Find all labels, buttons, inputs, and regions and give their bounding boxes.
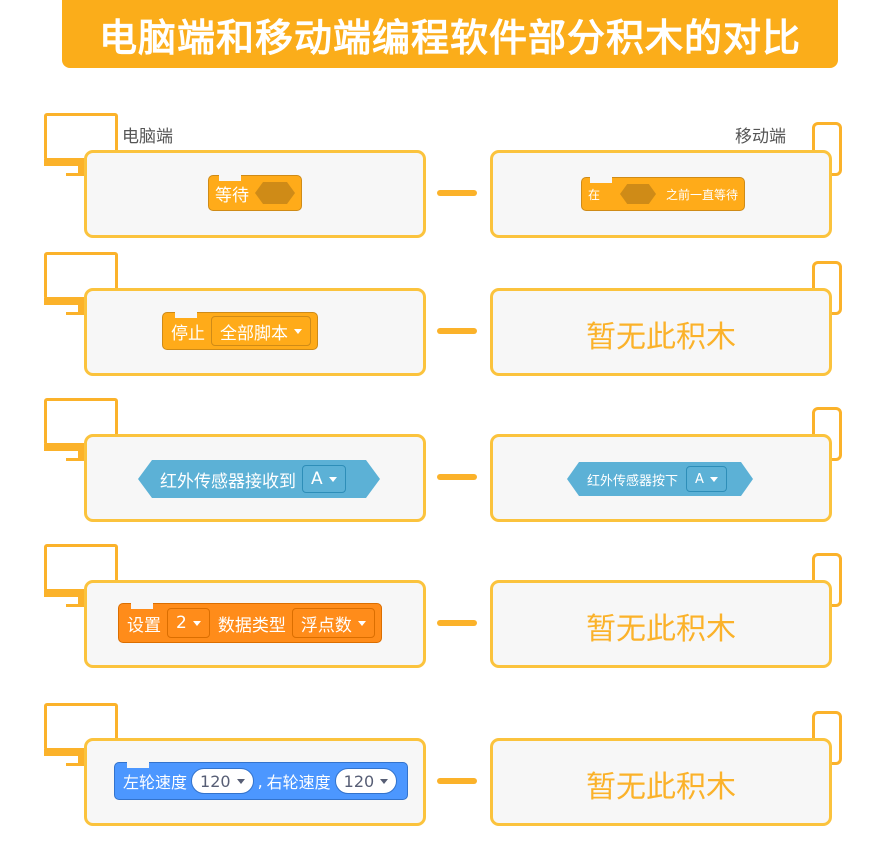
chevron-down-icon bbox=[710, 477, 718, 482]
pc-label: 电脑端 bbox=[122, 127, 173, 147]
block-text: 右轮速度 bbox=[266, 773, 331, 792]
chevron-down-icon bbox=[236, 778, 245, 784]
monitor-icon bbox=[44, 703, 118, 767]
chevron-down-icon bbox=[329, 477, 337, 482]
no-block-text: 暂无此积木 bbox=[586, 320, 736, 355]
ir-key-dropdown[interactable]: A bbox=[302, 465, 346, 493]
block-text: 设置 bbox=[127, 615, 161, 636]
mobile-panel-5 bbox=[490, 738, 832, 826]
data-type-dropdown[interactable]: 浮点数 bbox=[291, 608, 375, 638]
condition-slot[interactable] bbox=[620, 184, 657, 204]
ir-press-block[interactable]: 红外传感器按下 A bbox=[567, 462, 753, 496]
mobile-panel-3 bbox=[490, 434, 832, 522]
dropdown-value: A bbox=[311, 469, 323, 489]
compare-dash bbox=[437, 778, 477, 784]
chevron-down-icon bbox=[380, 778, 389, 784]
wait-until-block[interactable]: 等待 bbox=[208, 175, 302, 211]
index-dropdown[interactable]: 2 bbox=[167, 608, 210, 638]
block-text: , bbox=[257, 771, 263, 791]
dropdown-value: A bbox=[695, 471, 704, 487]
left-speed-input[interactable]: 120 bbox=[191, 768, 254, 794]
block-text: 停止 bbox=[171, 323, 205, 344]
wait-until-mobile-block[interactable]: 在 之前一直等待 bbox=[581, 177, 746, 211]
compare-dash bbox=[437, 328, 477, 334]
dropdown-value: 2 bbox=[176, 613, 187, 633]
chevron-down-icon bbox=[357, 620, 366, 626]
no-block-text: 暂无此积木 bbox=[586, 612, 736, 647]
ir-key-dropdown[interactable]: A bbox=[686, 466, 727, 492]
block-text: 数据类型 bbox=[217, 615, 286, 636]
block-text: 左轮速度 bbox=[123, 773, 188, 792]
input-value: 120 bbox=[200, 771, 231, 791]
monitor-icon bbox=[44, 113, 118, 177]
compare-dash bbox=[437, 620, 477, 626]
chevron-down-icon bbox=[192, 620, 201, 626]
block-text: 红外传感器按下 bbox=[587, 473, 679, 489]
stop-dropdown[interactable]: 全部脚本 bbox=[211, 316, 311, 346]
dropdown-value: 浮点数 bbox=[300, 615, 352, 636]
condition-slot[interactable] bbox=[255, 182, 295, 204]
page-title: 电脑端和移动端编程软件部分积木的对比 bbox=[98, 15, 801, 60]
ir-receive-block[interactable]: 红外传感器接收到 A bbox=[138, 460, 380, 498]
block-text: 之前一直等待 bbox=[666, 187, 739, 202]
mobile-panel-2 bbox=[490, 288, 832, 376]
monitor-icon bbox=[44, 544, 118, 608]
chevron-down-icon bbox=[294, 328, 302, 334]
mobile-panel-4 bbox=[490, 580, 832, 668]
stop-block[interactable]: 停止 全部脚本 bbox=[162, 312, 318, 350]
dropdown-value: 全部脚本 bbox=[220, 323, 288, 344]
block-text: 等待 bbox=[215, 185, 249, 206]
input-value: 120 bbox=[343, 771, 375, 791]
compare-dash bbox=[437, 474, 477, 480]
no-block-text: 暂无此积木 bbox=[586, 770, 736, 805]
right-speed-input[interactable]: 120 bbox=[334, 768, 398, 794]
block-text: 在 bbox=[588, 187, 601, 202]
title-banner: 电脑端和移动端编程软件部分积木的对比 bbox=[62, 0, 838, 68]
mobile-label: 移动端 bbox=[735, 127, 786, 147]
set-data-type-block[interactable]: 设置 2 数据类型 浮点数 bbox=[118, 603, 382, 643]
compare-dash bbox=[437, 190, 477, 196]
block-text: 红外传感器接收到 bbox=[160, 471, 296, 492]
wheel-speed-block[interactable]: 左轮速度 120 , 右轮速度 120 bbox=[114, 762, 409, 800]
